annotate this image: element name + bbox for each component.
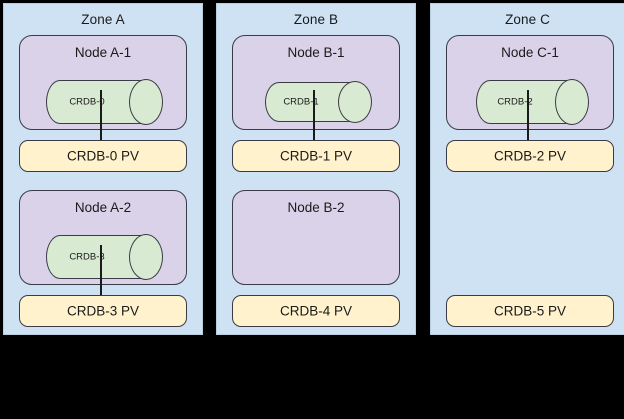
pv-box-crdb-0[interactable]: CRDB-0 PV bbox=[19, 140, 187, 172]
zone-panel-a[interactable]: Zone A Node A-1 CRDB-0 CRDB-0 PV Node A-… bbox=[3, 3, 203, 335]
pv-box-crdb-1[interactable]: CRDB-1 PV bbox=[232, 140, 400, 172]
pv-label-crdb-3: CRDB-3 PV bbox=[66, 303, 139, 319]
connector-crdb-3-to-pv bbox=[100, 245, 102, 297]
node-title-c-1: Node C-1 bbox=[501, 45, 559, 60]
connector-crdb-2-to-pv bbox=[527, 90, 529, 142]
database-cylinder-cap bbox=[555, 79, 589, 125]
node-title-b-1: Node B-1 bbox=[287, 45, 345, 60]
node-title-a-1: Node A-1 bbox=[74, 45, 132, 60]
pv-box-crdb-2[interactable]: CRDB-2 PV bbox=[446, 140, 614, 172]
connector-crdb-1-to-pv bbox=[313, 90, 315, 142]
database-label-crdb-1: CRDB-1 bbox=[283, 96, 319, 108]
database-label-crdb-0: CRDB-0 bbox=[69, 96, 105, 108]
pv-box-crdb-3[interactable]: CRDB-3 PV bbox=[19, 295, 187, 327]
pv-label-crdb-4: CRDB-4 PV bbox=[279, 303, 352, 319]
database-cylinder-cap bbox=[129, 79, 163, 125]
node-box-b-1[interactable]: Node B-1 CRDB-1 bbox=[232, 35, 400, 130]
node-box-b-2[interactable]: Node B-2 bbox=[232, 190, 400, 285]
database-cylinder-cap bbox=[338, 81, 372, 123]
database-cylinder-crdb-1[interactable]: CRDB-1 bbox=[265, 81, 372, 123]
zone-title-c: Zone C bbox=[505, 12, 550, 27]
zone-panel-c[interactable]: Zone C Node C-1 CRDB-2 CRDB-2 PV CRDB-5 … bbox=[430, 3, 624, 335]
pv-label-crdb-0: CRDB-0 PV bbox=[66, 148, 139, 164]
pv-box-crdb-4[interactable]: CRDB-4 PV bbox=[232, 295, 400, 327]
database-label-crdb-2: CRDB-2 bbox=[497, 96, 533, 108]
zone-title-a: Zone A bbox=[81, 12, 125, 27]
node-title-b-2: Node B-2 bbox=[287, 200, 345, 215]
database-cylinder-cap bbox=[129, 234, 163, 280]
pv-label-crdb-2: CRDB-2 PV bbox=[493, 148, 566, 164]
database-cylinder-crdb-3[interactable]: CRDB-3 bbox=[46, 234, 163, 280]
pv-label-crdb-1: CRDB-1 PV bbox=[279, 148, 352, 164]
pv-box-crdb-5[interactable]: CRDB-5 PV bbox=[446, 295, 614, 327]
zone-panel-b[interactable]: Zone B Node B-1 CRDB-1 CRDB-1 PV Node B-… bbox=[216, 3, 416, 335]
node-box-a-2[interactable]: Node A-2 CRDB-3 bbox=[19, 190, 187, 285]
pv-label-crdb-5: CRDB-5 PV bbox=[493, 303, 566, 319]
database-cylinder-crdb-0[interactable]: CRDB-0 bbox=[46, 79, 163, 125]
connector-crdb-0-to-pv bbox=[100, 90, 102, 142]
database-label-crdb-3: CRDB-3 bbox=[69, 251, 105, 263]
node-box-c-1[interactable]: Node C-1 CRDB-2 bbox=[446, 35, 614, 130]
database-cylinder-crdb-2[interactable]: CRDB-2 bbox=[476, 79, 589, 125]
node-title-a-2: Node A-2 bbox=[74, 200, 132, 215]
node-box-a-1[interactable]: Node A-1 CRDB-0 bbox=[19, 35, 187, 130]
zone-title-b: Zone B bbox=[293, 12, 339, 27]
